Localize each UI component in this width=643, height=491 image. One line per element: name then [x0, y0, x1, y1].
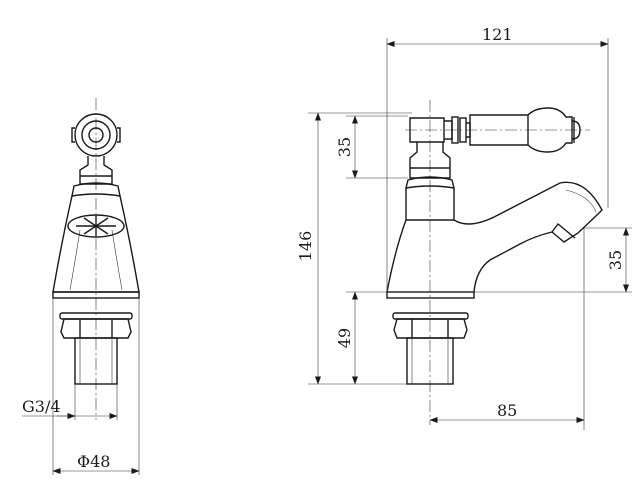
thread-size-label: G3/4 — [22, 397, 61, 416]
handle-lever-body — [469, 107, 573, 153]
spout-reach-label: 85 — [497, 401, 517, 420]
side-stem — [409, 142, 451, 179]
front-crosshead-ellipse — [67, 214, 125, 238]
side-spout-highlight — [565, 189, 597, 213]
overall-length-label: 121 — [482, 25, 513, 44]
side-body-left — [386, 219, 407, 293]
handle-height-label: 35 — [335, 137, 354, 157]
handle-ring-2 — [459, 117, 467, 143]
handle-ring-1 — [451, 116, 459, 144]
base-height-label: 49 — [335, 328, 354, 348]
side-base-flange — [386, 291, 475, 299]
handle-hub — [409, 117, 445, 143]
spout-height-label: 35 — [606, 250, 625, 270]
side-collar — [405, 188, 455, 221]
front-crosshead-star — [76, 216, 116, 236]
side-view: 121 35 146 49 35 85 — [296, 25, 632, 430]
front-handle-ring-inner — [88, 127, 104, 143]
front-back-nut — [60, 318, 132, 339]
diameter-label: Φ48 — [77, 452, 110, 471]
side-back-nut — [393, 318, 468, 339]
front-view: G3/4 Φ48 — [22, 98, 140, 475]
handle-lever-tip — [571, 120, 581, 140]
front-handle-ring-mid — [81, 120, 111, 150]
side-spout — [453, 181, 603, 293]
front-base-flange — [52, 291, 140, 299]
side-thread-tail — [406, 337, 454, 385]
front-handle-ring-lugs — [71, 127, 121, 143]
front-thread-tail — [74, 337, 118, 385]
side-washer — [392, 312, 469, 320]
front-handle-ring-outer — [74, 113, 118, 157]
side-spout-outlet — [551, 222, 576, 239]
overall-height-label: 146 — [296, 231, 315, 262]
front-stem — [79, 156, 113, 185]
